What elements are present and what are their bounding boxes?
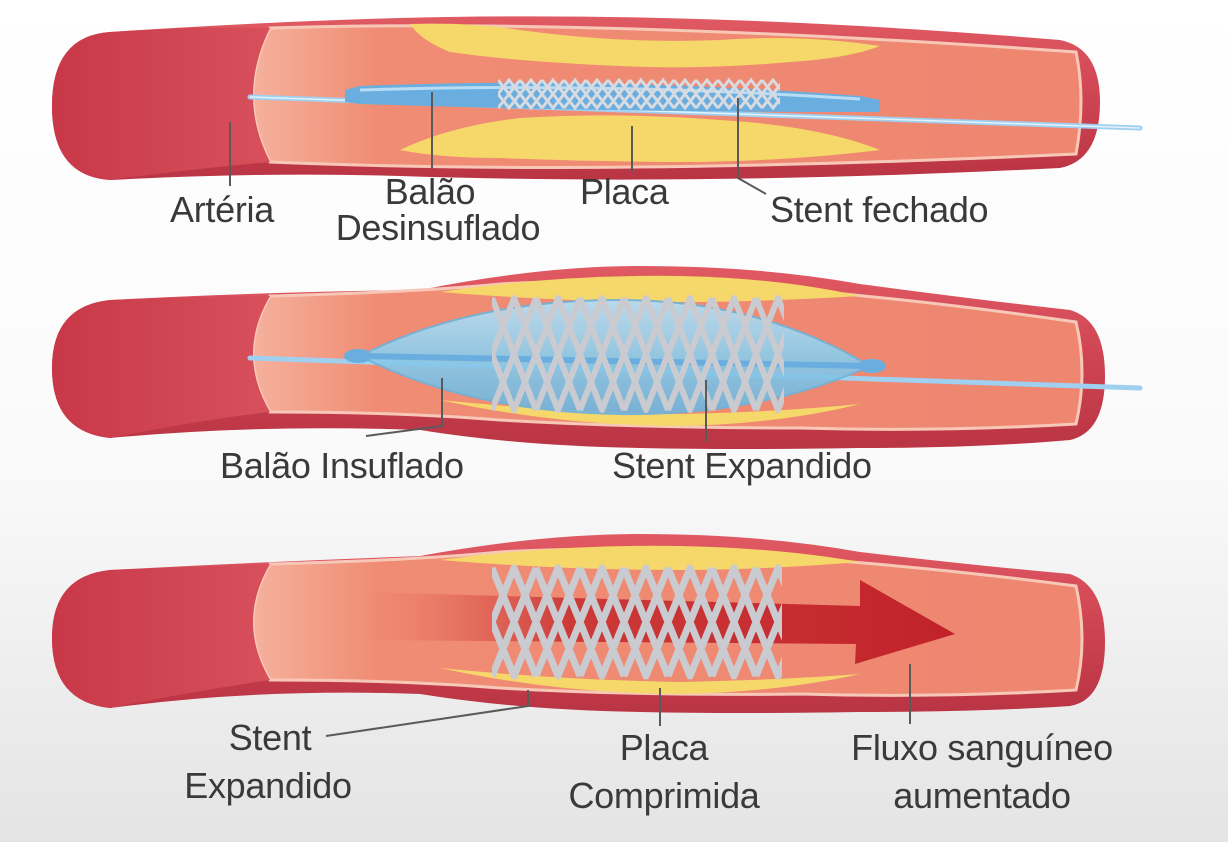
leader-stent-3 (325, 690, 529, 737)
label-balloon-deflated-line1: Balão (384, 171, 476, 212)
plaque-top (410, 23, 880, 68)
plaque-bottom (400, 115, 880, 162)
stent-expanded (492, 295, 784, 413)
label-blood-flow-line1: Fluxo sanguíneo (851, 727, 1113, 768)
panel-1 (52, 16, 1143, 180)
label-plaque-compressed-line1: Placa (619, 727, 709, 768)
leader-balloon-inflated (365, 378, 443, 437)
panel-2 (52, 266, 1143, 449)
stent-deployed (492, 564, 782, 680)
leader-stent-closed (737, 98, 767, 195)
plaque-compressed-top (440, 545, 860, 570)
stent-closed (498, 77, 780, 111)
artery-cap (52, 296, 270, 438)
plaque-top (440, 275, 860, 302)
plaque-compressed-bottom (440, 668, 860, 694)
plaque-bottom (440, 400, 860, 426)
label-balloon-inflated: Balão Insuflado (220, 445, 464, 486)
artery-cap (52, 27, 270, 180)
label-plaque: Placa (580, 171, 669, 212)
label-stent-closed: Stent fechado (770, 189, 989, 230)
label-plaque-compressed-line2: Comprimida (568, 775, 760, 816)
label-balloon-deflated-line2: Desinsuflado (335, 207, 541, 248)
label-stent-expanded-3-line2: Expandido (184, 765, 352, 806)
artery-cap (52, 564, 270, 708)
leader-lines (229, 92, 911, 737)
label-stent-expanded-3-line1: Stent (228, 717, 312, 758)
label-artery: Artéria (170, 189, 274, 230)
label-blood-flow-line2: aumentado (893, 775, 1071, 816)
label-stent-expanded: Stent Expandido (612, 445, 872, 486)
panel-3 (52, 534, 1105, 713)
